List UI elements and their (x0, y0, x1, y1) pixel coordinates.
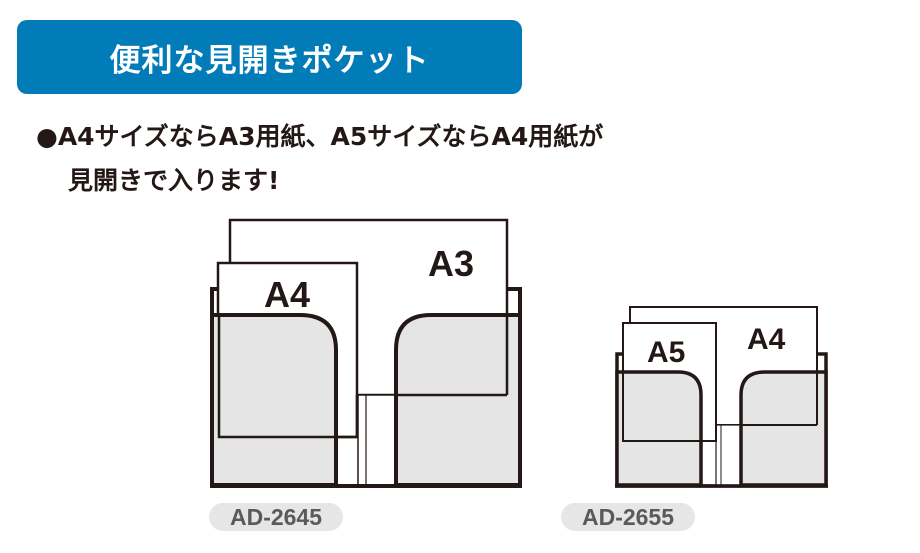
model-badge-ad-2645: AD-2645 (209, 503, 343, 531)
label-a4-small: A4 (747, 323, 786, 356)
model-label: AD-2655 (581, 503, 675, 530)
diagram-ad-2655 (615, 306, 828, 488)
model-label: AD-2645 (229, 503, 323, 530)
diagram-ad-2645 (210, 218, 522, 488)
label-a5: A5 (647, 336, 685, 369)
description-line-2: 見開きで入ります! (68, 166, 280, 195)
feature-banner: 便利な見開きポケット (17, 20, 522, 94)
feature-description: ●A4サイズならA3用紙、A5サイズならA4用紙が 見開きで入ります! (36, 115, 603, 203)
label-a4: A4 (264, 274, 310, 315)
label-a3: A3 (428, 243, 474, 284)
banner-title: 便利な見開きポケット (109, 42, 430, 79)
left-pocket (210, 313, 338, 487)
left-pocket-small (615, 370, 703, 487)
description-line-1: ●A4サイズならA3用紙、A5サイズならA4用紙が (36, 122, 604, 151)
right-pocket-small (739, 370, 828, 487)
model-badge-ad-2655: AD-2655 (561, 503, 695, 531)
right-pocket (394, 313, 522, 487)
